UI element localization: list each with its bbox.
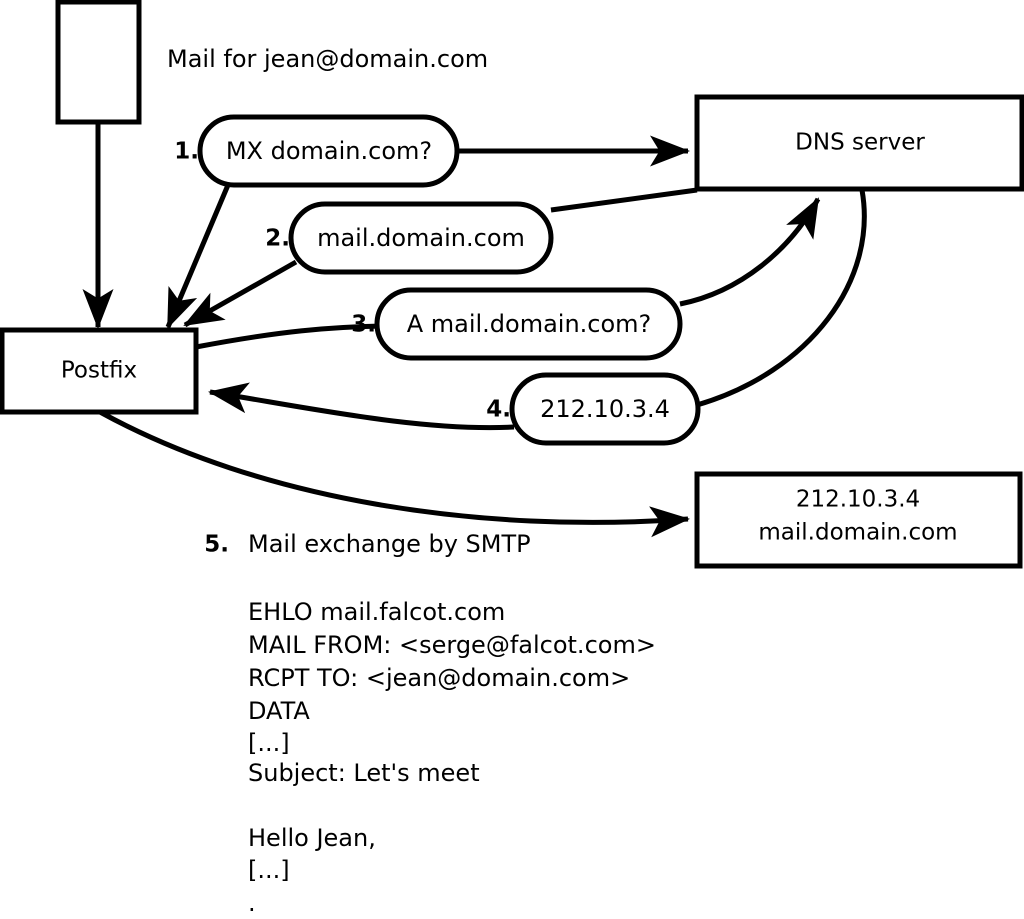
step-3-label: A mail.domain.com? [407, 310, 652, 338]
edge-postfix-to-mailserver [98, 409, 690, 538]
transcript-line-0: EHLO mail.falcot.com [248, 598, 505, 626]
node-remote-mail-server: 212.10.3.4 mail.domain.com [694, 471, 1023, 569]
transcript-line-2: RCPT TO: <jean@domain.com> [248, 664, 630, 692]
node-remote-mail-server-ip: 212.10.3.4 [796, 487, 920, 513]
step-4-label: 212.10.3.4 [540, 395, 670, 423]
edge-step4-to-postfix [208, 382, 515, 431]
transcript-line-8: [...] [248, 856, 290, 884]
edge-step1-to-postfix [165, 184, 231, 329]
step-1-number: 1. [174, 139, 199, 165]
transcript-line-4: [...] [248, 729, 290, 757]
step-3-bubble: A mail.domain.com? [374, 287, 683, 361]
step-4-number: 4. [486, 397, 511, 423]
title-label: Mail for jean@domain.com [167, 45, 488, 73]
step-3-number: 3. [351, 312, 376, 338]
node-dns-server: DNS server [694, 94, 1024, 192]
edge-postfix-to-step3 [195, 323, 384, 350]
transcript-line-1: MAIL FROM: <serge@falcot.com> [248, 631, 656, 659]
transcript-line-9: . [248, 889, 256, 917]
step-2-label: mail.domain.com [317, 224, 525, 252]
edge-step2-to-postfix [183, 259, 298, 328]
step-4-bubble: 212.10.3.4 [509, 372, 701, 446]
step-1-label: MX domain.com? [226, 137, 432, 165]
edge-step3-to-dns [679, 197, 821, 307]
transcript-line-5: Subject: Let's meet [248, 759, 480, 787]
node-dns-server-label: DNS server [795, 130, 925, 156]
step-2-bubble: mail.domain.com [288, 201, 554, 275]
step-5-label: Mail exchange by SMTP [248, 530, 531, 558]
node-sender-host [55, 0, 142, 125]
edge-dns-to-step4 [696, 189, 867, 408]
node-remote-mail-server-host: mail.domain.com [758, 520, 957, 546]
edge-dns-to-step2 [550, 187, 698, 213]
node-postfix-label: Postfix [61, 358, 137, 384]
step-1-bubble: MX domain.com? [197, 114, 460, 188]
step-5-number: 5. [204, 532, 229, 558]
transcript-line-7: Hello Jean, [248, 824, 376, 852]
step-2-number: 2. [265, 226, 290, 252]
node-postfix: Postfix [0, 327, 199, 415]
transcript-line-3: DATA [248, 697, 310, 725]
